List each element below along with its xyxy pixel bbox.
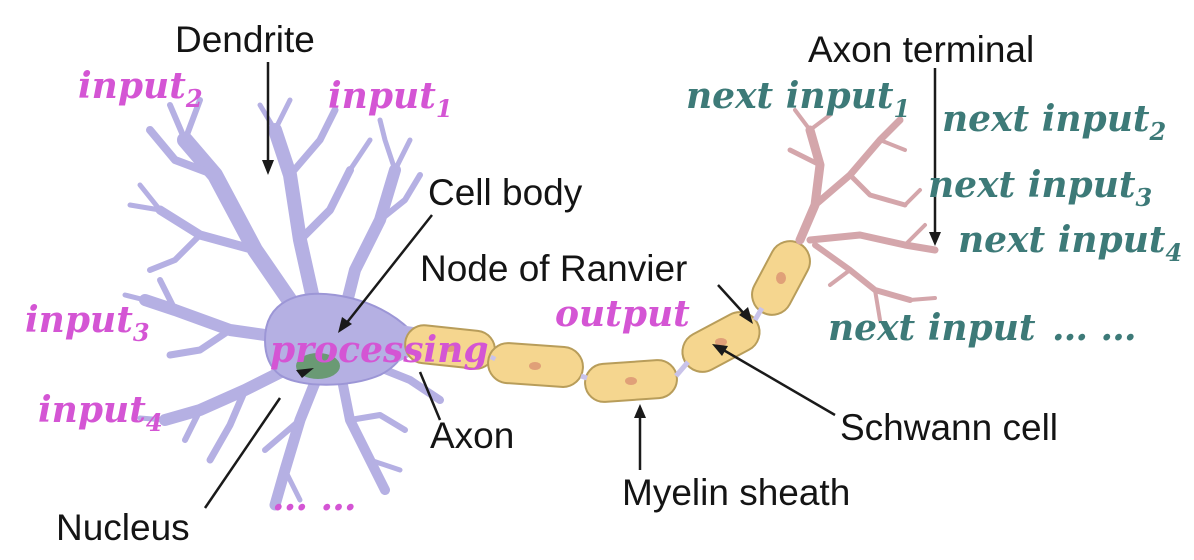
annotation-output: output bbox=[555, 293, 690, 335]
annotation-next-input-4: next input4 bbox=[958, 219, 1182, 267]
label-nucleus: Nucleus bbox=[56, 507, 190, 548]
label-cell-body: Cell body bbox=[428, 172, 583, 213]
label-schwann-cell: Schwann cell bbox=[840, 407, 1058, 448]
label-axon: Axon bbox=[430, 415, 514, 456]
pointer-arrowheads bbox=[262, 160, 941, 418]
annotation-input-1: input1 bbox=[328, 75, 453, 123]
annotation-next-input-1: next input1 bbox=[686, 75, 910, 123]
annotation-input-4: input4 bbox=[38, 389, 163, 437]
axon-terminal-branches bbox=[787, 108, 939, 322]
pointer-lines bbox=[203, 62, 937, 509]
axon-core bbox=[489, 306, 765, 381]
annotation-inputs-more: … … bbox=[272, 477, 357, 519]
annotation-next-input-2: next input2 bbox=[942, 98, 1166, 146]
annotation-next-input-3: next input3 bbox=[928, 164, 1152, 212]
label-axon-terminal: Axon terminal bbox=[808, 29, 1034, 70]
label-dendrite: Dendrite bbox=[175, 19, 315, 60]
annotation-processing: processing bbox=[270, 329, 489, 371]
annotation-next-input-more: next input bbox=[828, 307, 1036, 349]
annotation-input-2: input2 bbox=[78, 65, 203, 113]
label-node-of-ranvier: Node of Ranvier bbox=[420, 248, 687, 289]
annotation-input-3: input3 bbox=[25, 299, 150, 347]
label-myelin-sheath: Myelin sheath bbox=[622, 472, 850, 513]
annotation-next-input-more-dots: … … bbox=[1052, 307, 1137, 349]
schwann-cell-nuclei bbox=[444, 272, 786, 385]
